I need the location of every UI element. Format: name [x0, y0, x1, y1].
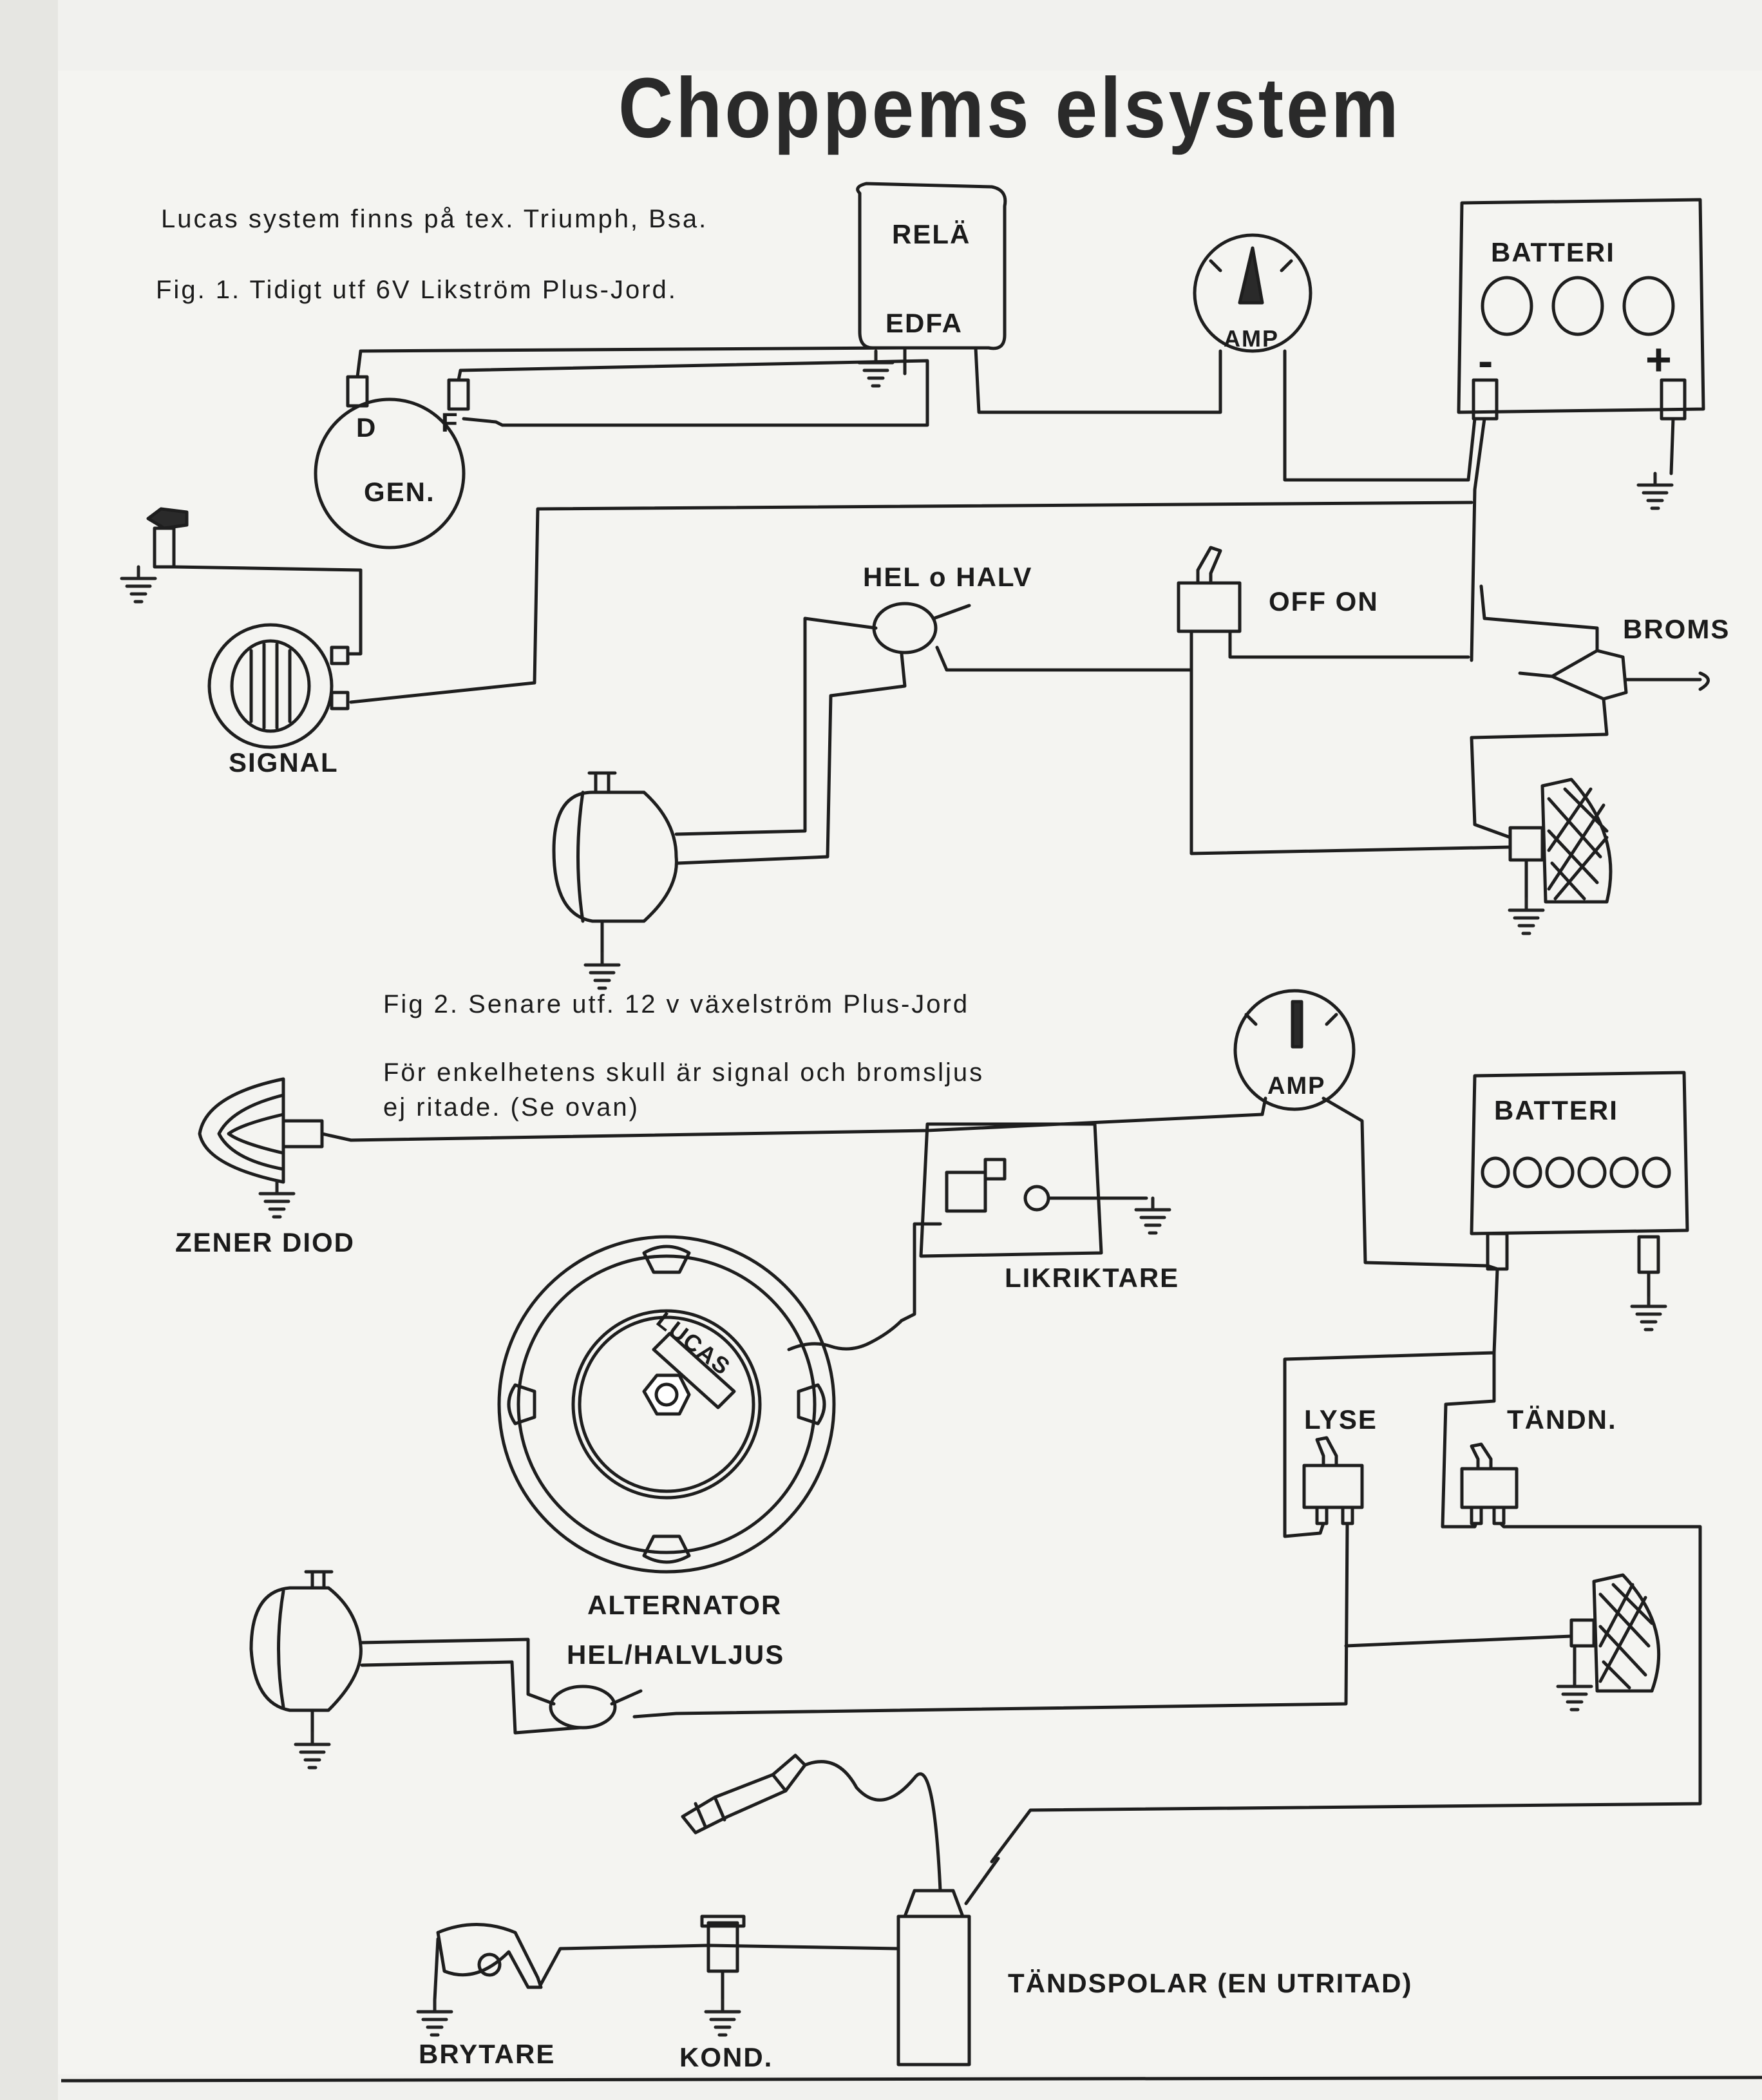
wire-amp-battery2 [1322, 1096, 1499, 1271]
wire-battery-main [1470, 417, 1486, 662]
wire-battery2-tandn [1441, 1351, 1496, 1529]
rectifier-label: LIKRIKTARE [1005, 1263, 1180, 1293]
edfa-label: EDFA [886, 308, 963, 338]
wire-brake [1479, 584, 1599, 653]
fig1-caption: Fig. 1. Tidigt utf 6V Likström Plus-Jord… [156, 276, 677, 304]
fig2-note-line2: ej ritade. (Se ovan) [383, 1093, 639, 1122]
wire-amp-battery [1283, 349, 1477, 482]
ignition-coil-label: TÄNDSPOLAR (EN UTRITAD) [1008, 1968, 1413, 1998]
broms-label: BROMS [1623, 614, 1730, 644]
signal-label: SIGNAL [229, 747, 339, 778]
off-on-switch-icon [1177, 546, 1242, 653]
battery-1-plus: + [1645, 334, 1673, 385]
page-title: Choppems elsystem [618, 61, 1401, 156]
wire-lyse-out [632, 1522, 1349, 1719]
wire-main-loop [349, 501, 1473, 704]
wire-switch-battery [1228, 649, 1470, 659]
breaker-ground-icon [418, 1937, 451, 2035]
brake-switch-icon [1518, 649, 1710, 701]
wire-breaker-coil [539, 1943, 900, 1986]
tail-lamp-2-icon [1569, 1573, 1661, 1693]
wire-dip-headlamp-b [676, 652, 907, 865]
fig2-caption: Fig 2. Senare utf. 12 v växelström Plus-… [383, 990, 970, 1018]
wire-relay-amp [974, 346, 1222, 414]
relay-label: RELÄ [892, 219, 971, 249]
wire-zener-amp [320, 1096, 1267, 1142]
tail-lamp-1-icon [1508, 778, 1613, 904]
headlamp-1-icon [552, 771, 678, 923]
headlamp-2-ground-icon [296, 1708, 329, 1768]
wire-dip-headlamp2-b [360, 1660, 582, 1735]
wire-lyse-taillamp [1344, 1634, 1573, 1648]
dip-switch-1-label: HEL o HALV [863, 562, 1033, 592]
tandn-label: TÄNDN. [1507, 1404, 1617, 1435]
wire-dip-headlamp-a [674, 616, 878, 836]
battery-1-minus: - [1478, 336, 1495, 386]
wire-brake-taillamp [1470, 697, 1609, 839]
wire-dip-headlamp2-a [359, 1637, 556, 1706]
dip-switch-2-icon [549, 1685, 643, 1730]
tail-lamp-2-ground-icon [1558, 1644, 1591, 1710]
wire-tandn-coil [990, 1522, 1702, 1864]
gen-f-label: F [441, 407, 459, 437]
wire-switch-taillamp [1189, 668, 1512, 855]
alternator-icon [497, 1235, 836, 1574]
battery-2-label: BATTERI [1494, 1095, 1618, 1125]
wire-gen-relay-f [457, 359, 929, 427]
spark-plug-icon [681, 1753, 807, 1835]
tail-lamp-1-ground-icon [1510, 858, 1543, 933]
zener-diode-label: ZENER DIOD [175, 1227, 355, 1257]
gen-label: GEN. [364, 477, 435, 507]
ammeter-2-icon [1233, 989, 1356, 1111]
off-on-label: OFF ON [1269, 586, 1379, 616]
amp-2-label: AMP [1267, 1073, 1326, 1100]
wire-battery-ground [1669, 417, 1675, 475]
headlamp-1-ground-icon [585, 919, 619, 988]
ammeter-1-icon [1193, 233, 1312, 353]
horn-ground-tap-icon [146, 507, 363, 572]
battery-1-icon [1457, 198, 1705, 421]
wire-alternator-rectifier-twisted [787, 1319, 904, 1351]
wire-horn-gen [346, 568, 363, 656]
dip-switch-2-label: HEL/HALVLJUS [567, 1639, 785, 1670]
gen-d-label: D [356, 412, 377, 443]
wire-coil-plug [803, 1760, 942, 1893]
headlamp-2-icon [249, 1570, 363, 1712]
fig1-note: Lucas system finns på tex. Triumph, Bsa. [161, 205, 708, 233]
battery-1-label: BATTERI [1491, 237, 1615, 267]
relay-box [856, 182, 1007, 350]
wire-switch-dip [935, 645, 1193, 672]
horn-signal-icon [207, 623, 350, 749]
amp-1-label: AMP [1224, 325, 1279, 352]
lyse-label: LYSE [1304, 1404, 1378, 1435]
wire-rectifier-alt [900, 1222, 942, 1322]
condenser-label: KOND. [679, 2042, 773, 2072]
breaker-label: BRYTARE [419, 2039, 556, 2069]
fig2-note-line1: För enkelhetens skull är signal och brom… [383, 1058, 985, 1087]
wire-battery2-switches [1283, 1267, 1499, 1538]
alternator-label: ALTERNATOR [587, 1590, 782, 1620]
contact-breaker-icon [436, 1923, 543, 1989]
condenser-ground-icon [706, 1969, 739, 2035]
ignition-coil-icon [896, 1857, 1000, 2067]
